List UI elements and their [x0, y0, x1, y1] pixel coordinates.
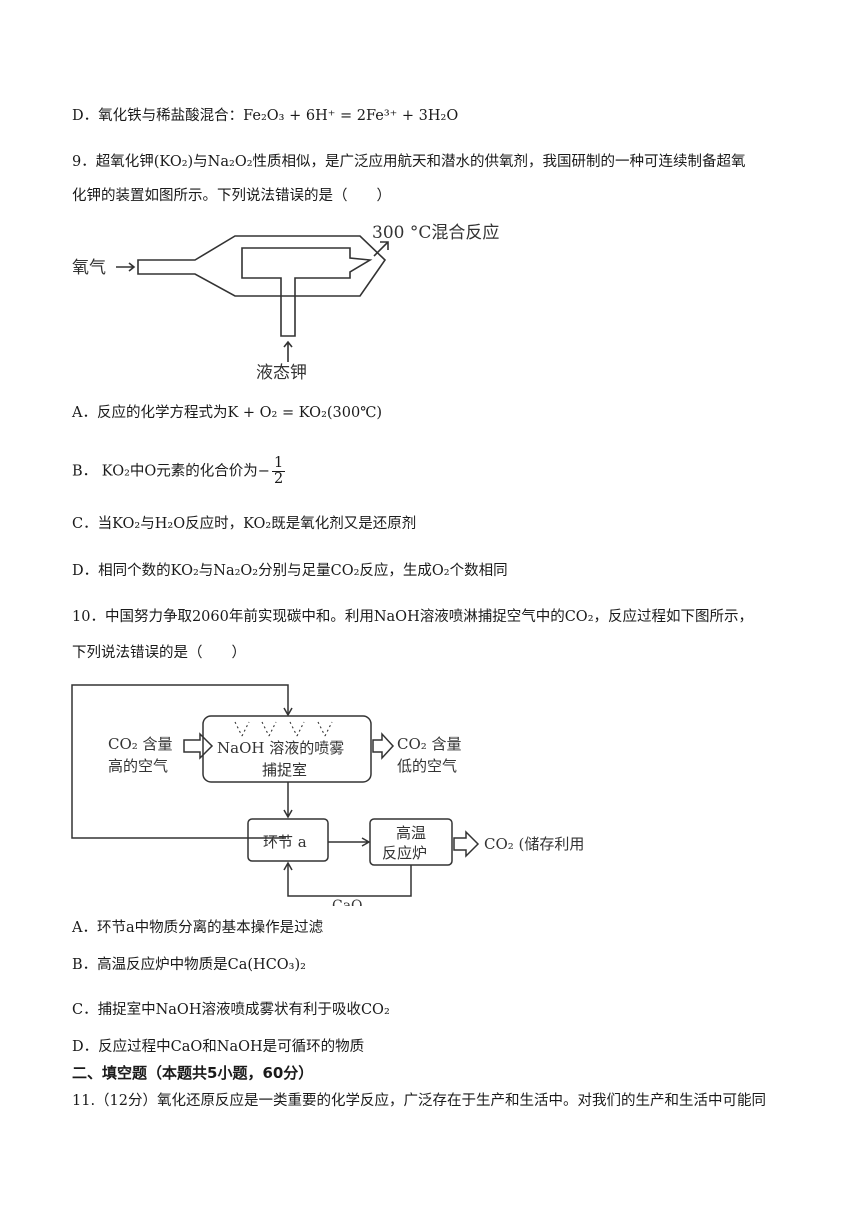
- q9-stem-line2: 化钾的装置如图所示。下列说法错误的是（ ）: [72, 188, 391, 204]
- q10-stem-line1: 10．中国努力争取2060年前实现碳中和。利用NaOH溶液喷淋捕捉空气中的CO₂…: [72, 609, 754, 625]
- q9-diagram-arrow: [283, 340, 293, 362]
- q10-label-furnace-1: 高温: [396, 824, 426, 842]
- q10-label-co2-out: CO₂ (储存利用: [484, 835, 584, 853]
- q10-hollow-arrow-out: [372, 732, 395, 760]
- q9-label-potassium: 液态钾: [256, 363, 307, 383]
- q10-process-diagram: CO₂ 含量 高的空气 NaOH 溶液的喷雾 捕捉室 CO₂ 含量 低的空气 环…: [71, 684, 584, 906]
- q10-label-cao: CaO: [332, 898, 363, 906]
- q10-option-c: C．捕捉室中NaOH溶液喷成雾状有利于吸收CO₂: [72, 1002, 390, 1018]
- q9-option-b-prefix: B． KO₂中O元素的化合价为−: [72, 463, 270, 480]
- q9-label-reaction: 300 °C混合反应: [372, 223, 499, 243]
- q10-label-step-a: 环节 a: [263, 833, 307, 851]
- q10-spray-mark: [317, 721, 333, 737]
- q9-diagram-arrow: [116, 262, 136, 272]
- q9-option-d: D．相同个数的KO₂与Na₂O₂分别与足量CO₂反应，生成O₂个数相同: [72, 563, 508, 579]
- q10-hollow-arrow-in: [183, 732, 214, 760]
- q10-option-b: B．高温反应炉中物质是Ca(HCO₃)₂: [72, 957, 306, 973]
- q10-option-d: D．反应过程中CaO和NaOH是可循环的物质: [72, 1039, 365, 1055]
- q9-apparatus-diagram: 氧气 300 °C混合反应 液态钾: [72, 223, 499, 383]
- q11-stem-line1: 11.（12分）氧化还原反应是一类重要的化学反应，广泛存在于生产和生活中。对我们…: [72, 1093, 767, 1109]
- q9-option-c: C．当KO₂与H₂O反应时，KO₂既是氧化剂又是还原剂: [72, 516, 417, 532]
- section-heading-fill-in: 二、填空题（本题共5小题，60分）: [72, 1064, 314, 1082]
- q10-arrow-down: [283, 782, 293, 819]
- q10-hollow-arrow-co2: [453, 830, 480, 858]
- q10-label-in-air-1: CO₂ 含量: [108, 735, 173, 753]
- q10-label-capture-2: 捕捉室: [262, 761, 307, 779]
- q9-option-a: A．反应的化学方程式为K + O₂ = KO₂(300℃): [72, 405, 383, 421]
- q10-label-in-air-2: 高的空气: [108, 757, 168, 775]
- q10-step-a-box: [247, 818, 329, 862]
- q10-cao-return-line: [287, 864, 412, 897]
- q9-stem-line1: 9．超氧化钾(KO₂)与Na₂O₂性质相似，是广泛应用航天和潜水的供氧剂，我国研…: [72, 154, 746, 170]
- q10-label-out-air-1: CO₂ 含量: [397, 735, 462, 753]
- q9-option-b-denominator: 2: [273, 471, 284, 487]
- q9-option-b-numerator: 1: [271, 455, 286, 472]
- q10-recycle-line: [71, 684, 289, 839]
- q10-spray-mark: [289, 721, 305, 737]
- q9-outer-vessel: [137, 235, 387, 297]
- q10-stem-line2: 下列说法错误的是（ ）: [72, 645, 246, 661]
- q10-label-out-air-2: 低的空气: [397, 757, 457, 775]
- q9-diagram-arrow: [373, 241, 389, 257]
- q10-label-furnace-2: 反应炉: [382, 844, 427, 862]
- q10-spray-mark: [234, 721, 250, 737]
- q10-option-a: A．环节a中物质分离的基本操作是过滤: [72, 920, 324, 936]
- q9-inner-chamber: [241, 247, 373, 337]
- q8-option-d: D．氧化铁与稀盐酸混合：Fe₂O₃ + 6H⁺ = 2Fe³⁺ + 3H₂O: [72, 108, 459, 124]
- q10-arrow-right: [328, 837, 371, 847]
- q10-capture-chamber-box: [202, 715, 372, 783]
- q10-spray-mark: [261, 721, 277, 737]
- q9-label-oxygen: 氧气: [72, 258, 106, 278]
- q10-label-capture-1: NaOH 溶液的喷雾: [217, 739, 344, 757]
- q10-arrowhead: [283, 707, 293, 717]
- q10-arrowhead: [283, 861, 293, 871]
